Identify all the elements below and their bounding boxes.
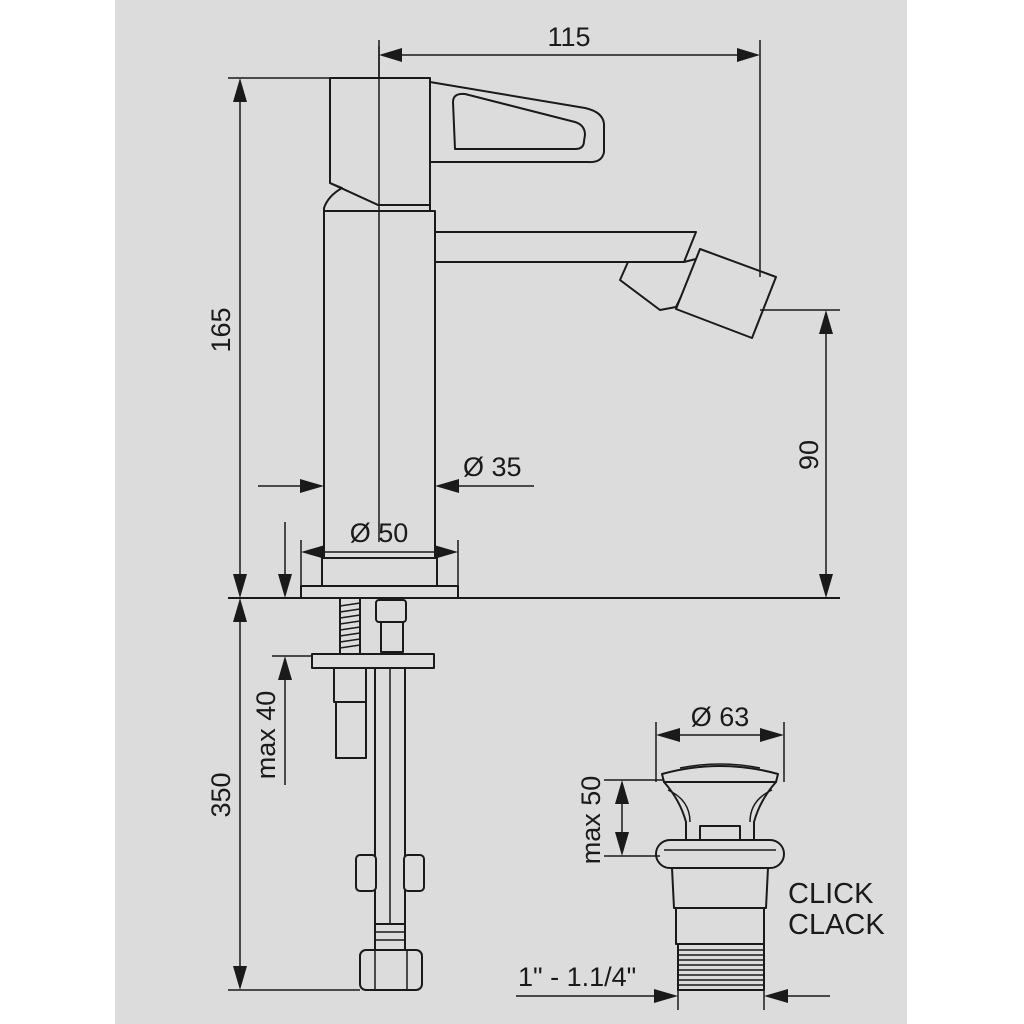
label-thread: 1" - 1.1/4" (518, 962, 636, 992)
handle-slot (452, 92, 586, 150)
dim-90 (760, 309, 840, 598)
waste-nut (655, 839, 785, 869)
hose-fitting-neck (380, 621, 404, 653)
label-115: 115 (547, 22, 590, 52)
waste-fitting (655, 763, 785, 991)
hose-ferrule (374, 923, 406, 951)
hose-collar-right (403, 854, 425, 892)
label-d35: Ø 35 (463, 452, 522, 482)
label-165: 165 (206, 307, 236, 352)
label-d63: Ø 63 (691, 702, 750, 732)
dim-deck-top (278, 522, 292, 598)
waste-flange-detail (667, 789, 773, 823)
ferrule-rings (375, 931, 405, 941)
hose-collar-left (355, 854, 377, 892)
nut-extension (335, 701, 367, 759)
cartridge-block (329, 77, 431, 206)
hose-end-nut (359, 949, 423, 991)
hose-fitting-top (375, 599, 407, 623)
collar-wedge (323, 182, 431, 213)
dim-d63 (655, 722, 785, 782)
dim-max50 (604, 779, 664, 857)
label-d50: Ø 50 (350, 518, 409, 548)
mounting-nut (333, 667, 367, 703)
dim-max40 (272, 655, 312, 785)
dim-165 (228, 77, 330, 598)
waste-body (671, 867, 769, 909)
label-click: CLICK (788, 878, 874, 910)
nut-facets (374, 950, 408, 990)
base-flange (300, 585, 459, 599)
waste-cap-detail (679, 763, 761, 769)
waste-thread (677, 943, 765, 991)
label-350: 350 (206, 772, 236, 817)
dim-115 (378, 40, 761, 277)
dim-d35 (258, 479, 534, 493)
faucet-body (300, 46, 777, 599)
dim-thread (516, 989, 830, 1010)
mounting-plate (311, 653, 435, 669)
waste-cap (661, 765, 779, 783)
under-counter-fittings (311, 597, 435, 991)
spout (434, 231, 697, 263)
label-clack: CLACK (788, 909, 885, 941)
spray-nozzle (675, 248, 777, 339)
rod-threads (339, 602, 361, 649)
waste-slot (699, 825, 741, 841)
dim-350 (228, 598, 360, 991)
label-90: 90 (794, 440, 824, 470)
label-max50: max 50 (576, 776, 606, 865)
dim-d50 (300, 540, 459, 598)
label-max40: max 40 (251, 691, 281, 780)
waste-thread-lines (678, 949, 764, 986)
waste-body-lower (675, 907, 765, 945)
base-lower (321, 557, 438, 587)
